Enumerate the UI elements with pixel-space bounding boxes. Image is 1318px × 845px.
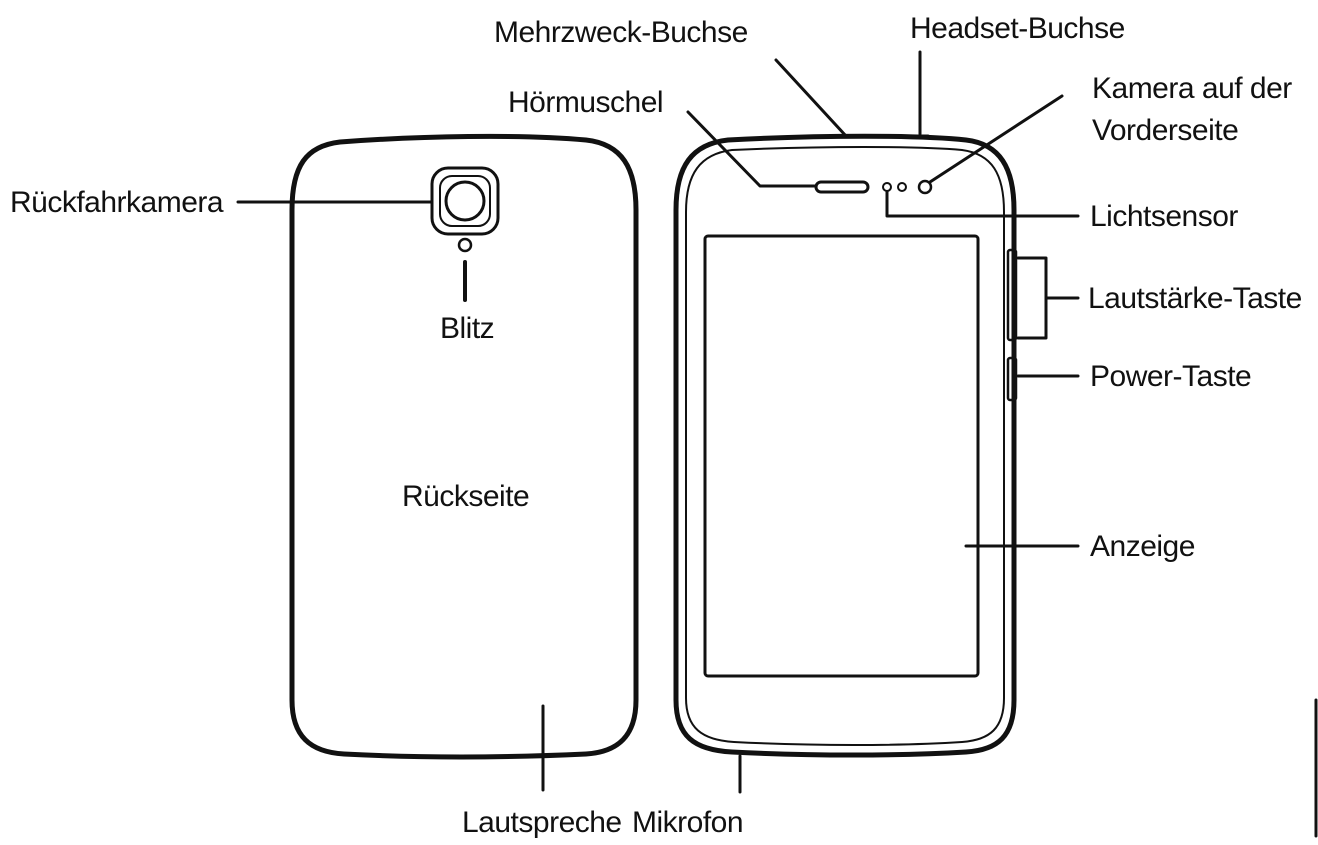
rear-camera-lens-icon xyxy=(444,180,486,222)
leader-volume-key xyxy=(1016,256,1048,340)
label-multipurpose-jack: Mehrzweck-Buchse xyxy=(494,16,748,49)
phone-back xyxy=(289,133,639,760)
power-key-icon xyxy=(1006,356,1018,402)
label-speaker: Lautspreche xyxy=(462,806,622,839)
light-sensor-icon-2 xyxy=(897,182,907,192)
label-rear-camera: Rückfahrkamera xyxy=(10,186,224,219)
rear-camera-housing xyxy=(430,166,500,236)
phone-front-bezel xyxy=(685,146,1005,746)
leader-lines xyxy=(236,50,1318,838)
label-front-camera-line2: Vorderseite xyxy=(1092,114,1238,147)
leader-light-sensor xyxy=(885,190,1080,218)
display-screen xyxy=(703,234,980,678)
label-back-side: Rückseite xyxy=(402,480,529,513)
label-earpiece: Hörmuschel xyxy=(508,86,663,119)
leader-front-camera xyxy=(928,94,1064,184)
label-volume-key: Lautstärke-Taste xyxy=(1088,282,1302,315)
flash-icon xyxy=(457,237,473,253)
phone-front-outline xyxy=(673,133,1017,758)
phone-back-outline xyxy=(289,133,639,760)
label-front-camera-line1: Kamera auf der xyxy=(1092,72,1292,105)
label-power-key: Power-Taste xyxy=(1090,360,1251,393)
volume-key-icon xyxy=(1006,248,1018,342)
labels: Mehrzweck-Buchse Headset-Buchse Hörmusch… xyxy=(10,12,1302,839)
label-headset-jack: Headset-Buchse xyxy=(910,12,1125,45)
leader-earpiece xyxy=(686,110,818,188)
rear-camera-ring xyxy=(439,175,491,227)
label-light-sensor: Lichtsensor xyxy=(1090,200,1238,233)
leader-multipurpose-jack xyxy=(774,58,848,138)
label-microphone: Mikrofon xyxy=(632,806,743,839)
label-display: Anzeige xyxy=(1090,530,1195,563)
label-flash: Blitz xyxy=(440,312,494,345)
phone-front xyxy=(673,133,1018,758)
earpiece-icon xyxy=(814,180,870,194)
front-camera-icon xyxy=(917,179,933,195)
light-sensor-icon-1 xyxy=(882,182,892,192)
